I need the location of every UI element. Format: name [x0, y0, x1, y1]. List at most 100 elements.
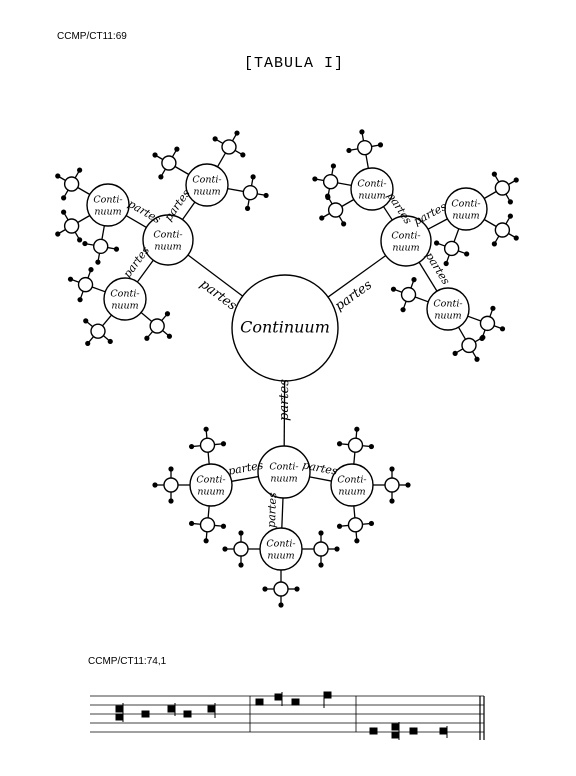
terminal-dot [479, 335, 485, 341]
connector-line [281, 497, 284, 529]
terminal-dot [368, 520, 375, 527]
leaf-node [163, 477, 179, 493]
terminal-dot [318, 530, 324, 536]
node-label-line2: nuum [111, 301, 138, 312]
node-label-line1: Conti- [391, 231, 420, 242]
leaf-node [479, 315, 496, 332]
terminal-dot [336, 441, 343, 447]
node-label-line1: Conti- [93, 195, 122, 206]
leaf-node [149, 318, 165, 334]
partes-label: partes [197, 277, 240, 314]
terminal-dot [250, 174, 256, 180]
leaf-node [461, 337, 477, 354]
connector-line [207, 452, 210, 465]
connector-line [365, 154, 369, 169]
node-label-line2: nuum [338, 487, 365, 498]
leaf-node [494, 180, 511, 196]
connector-line [483, 190, 497, 200]
leaf-node [347, 517, 364, 533]
leaf-node [63, 176, 80, 192]
leaf-node [494, 222, 511, 238]
terminal-dot [55, 173, 61, 179]
leaf-node [63, 218, 80, 234]
terminal-dot [61, 195, 67, 201]
leaf-node [93, 238, 109, 255]
connector-line [427, 218, 448, 230]
terminal-dot [77, 167, 83, 173]
connector-line [327, 255, 387, 298]
terminal-dot [164, 311, 171, 317]
terminal-dot [368, 443, 375, 450]
terminal-dot [330, 163, 337, 169]
node-label-line1: Conti- [110, 289, 139, 300]
leaf-node [347, 437, 364, 453]
connector-line [207, 505, 210, 518]
terminal-dot [152, 482, 158, 488]
terminal-dot [411, 277, 417, 283]
terminal-dot [507, 199, 513, 205]
node-label-line1: Conti- [269, 462, 298, 473]
node-label-line2: nuum [154, 242, 181, 253]
continuum-node [189, 463, 233, 507]
node-label-line1: Conti- [451, 199, 480, 210]
terminal-dot [452, 350, 458, 356]
terminal-dot [294, 586, 300, 592]
leaf-node [322, 174, 339, 190]
terminal-dot [220, 523, 227, 529]
connector-line [101, 225, 105, 240]
node-label-line2: nuum [434, 311, 461, 322]
terminal-dot [85, 340, 91, 347]
terminal-dot [222, 546, 228, 552]
connector-line [418, 261, 438, 292]
terminal-dot [346, 147, 352, 154]
terminal-dot [434, 240, 440, 246]
terminal-dot [212, 136, 218, 142]
node-label-line2: nuum [358, 191, 385, 202]
node-label-line1: Conti- [192, 175, 221, 186]
leaf-node [313, 541, 329, 557]
terminal-dot [354, 538, 360, 544]
terminal-dot [318, 562, 324, 568]
connector-line [453, 228, 460, 243]
terminal-dot [390, 286, 397, 292]
terminal-dot [168, 498, 174, 504]
partes-label: partes [332, 277, 375, 314]
node-label-line1: Conti- [337, 475, 366, 486]
continuum-node [444, 187, 488, 231]
leaf-node [443, 240, 460, 257]
connector-line [227, 188, 244, 193]
node-label-line2: nuum [392, 243, 419, 254]
terminal-dot [336, 523, 343, 529]
reference-bottom: CCMP/CT11:74,1 [88, 656, 167, 667]
continuum-node [103, 277, 147, 321]
terminal-dot [377, 142, 384, 148]
node-label-line1: Conti- [196, 475, 225, 486]
terminal-dot [240, 152, 246, 158]
terminal-dot [88, 267, 94, 273]
connector-line [91, 286, 106, 293]
partes-label: partes [265, 492, 279, 528]
center-label: Continuum [240, 318, 330, 337]
terminal-dot [174, 146, 180, 152]
connector-line [102, 314, 112, 327]
connector-line [341, 198, 355, 208]
terminal-dot [354, 426, 360, 432]
leaf-node [90, 323, 106, 339]
connector-line [216, 152, 227, 168]
terminal-dot [77, 237, 83, 243]
terminal-dot [334, 546, 340, 552]
connector-line [483, 218, 497, 228]
node-label-line1: Conti- [433, 299, 462, 310]
terminal-dot [203, 538, 209, 544]
leaf-node [357, 139, 373, 156]
continuum-node [380, 215, 432, 267]
leaf-node [233, 541, 249, 557]
node-label-line1: Conti- [153, 230, 182, 241]
leaf-node [327, 202, 344, 218]
terminal-dot [400, 307, 406, 313]
connector-line [140, 312, 153, 322]
terminal-dot [158, 174, 164, 180]
leaf-node [384, 477, 400, 493]
terminal-dot [113, 246, 120, 252]
terminal-dot [319, 215, 325, 221]
